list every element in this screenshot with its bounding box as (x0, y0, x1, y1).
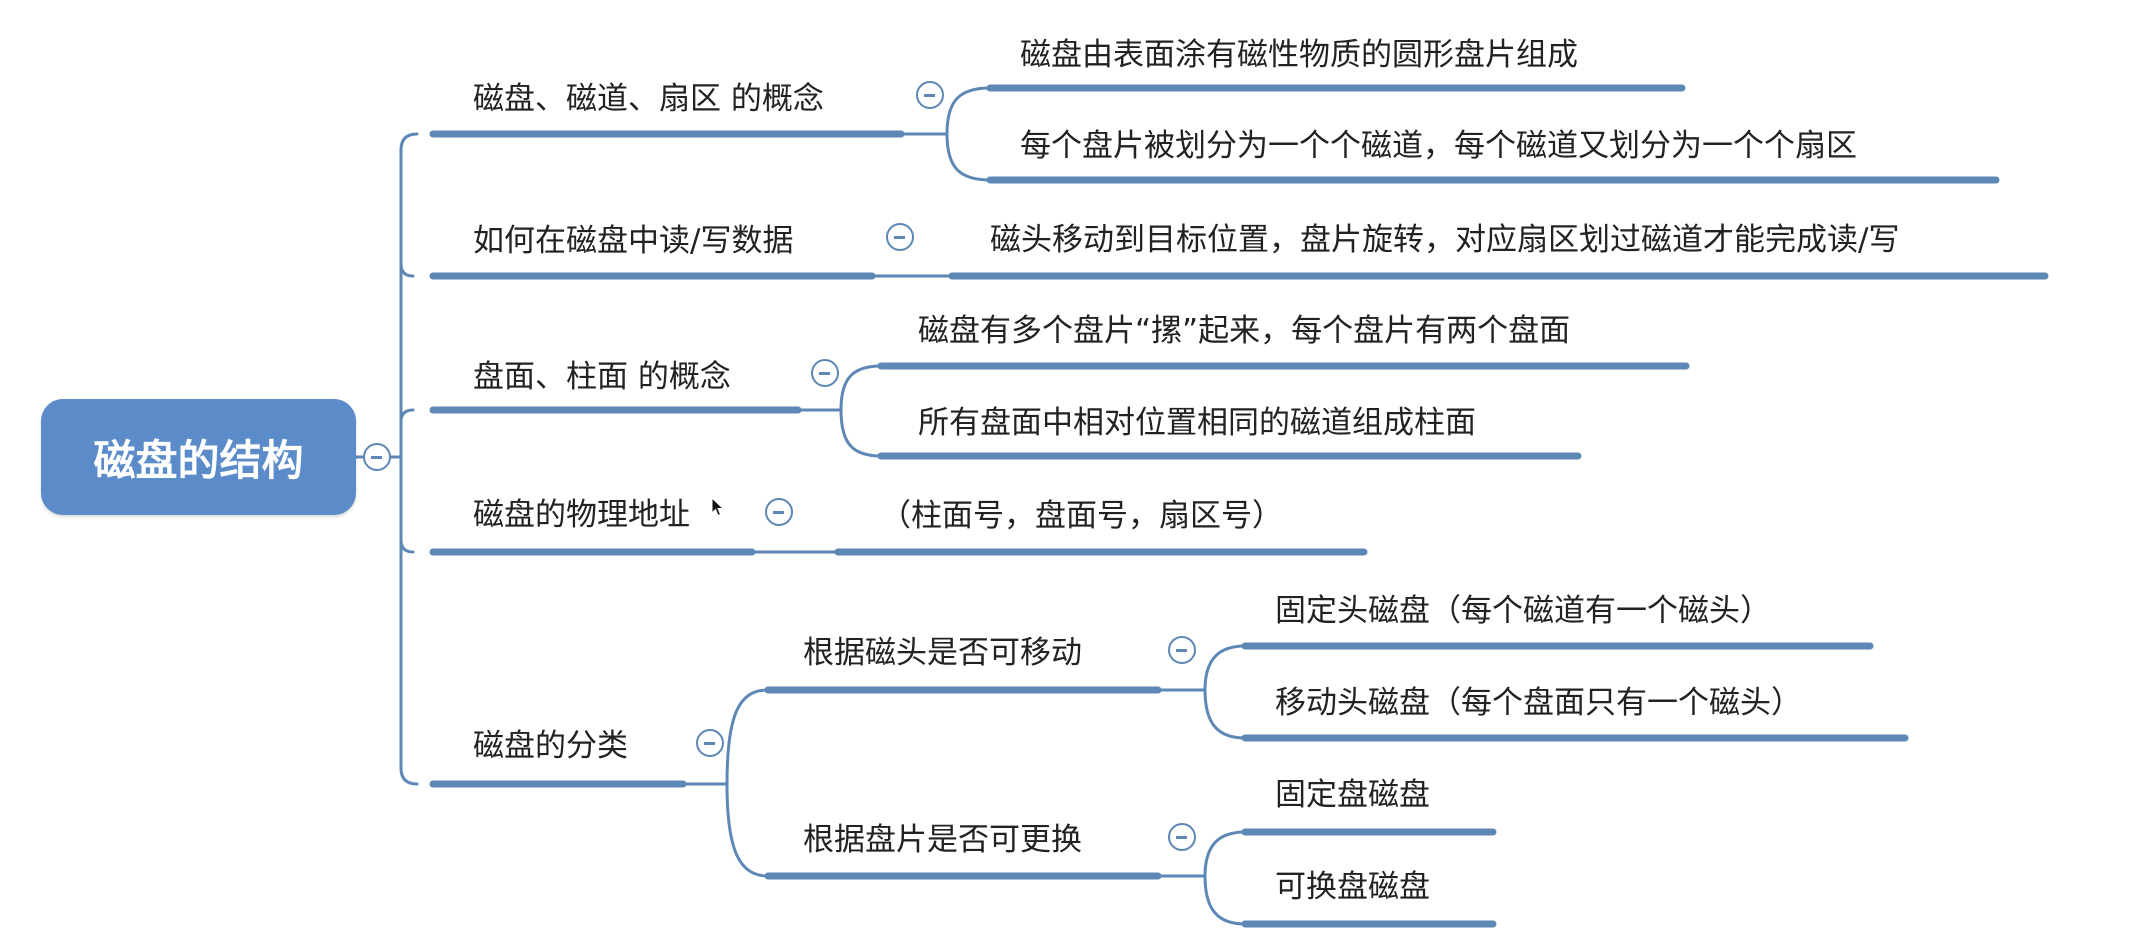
root-node[interactable]: 磁盘的结构 (41, 399, 356, 515)
leaf-2-1[interactable]: 磁头移动到目标位置，盘片旋转，对应扇区划过磁道才能完成读/写 (990, 222, 1900, 258)
leaf-1-1[interactable]: 磁盘由表面涂有磁性物质的圆形盘片组成 (1020, 37, 1578, 73)
leaf-5-1-1[interactable]: 固定头磁盘（每个磁道有一个磁头） (1275, 593, 1771, 629)
branch-label-4[interactable]: 磁盘的物理地址 (473, 497, 690, 533)
collapse-minus-icon[interactable] (363, 443, 391, 471)
branch-label-1[interactable]: 磁盘、磁道、扇区 的概念 (473, 81, 824, 117)
collapse-minus-icon[interactable] (811, 359, 839, 387)
subgroup-label-2[interactable]: 根据盘片是否可更换 (803, 822, 1082, 858)
branch-label-3[interactable]: 盘面、柱面 的概念 (473, 359, 731, 395)
collapse-minus-icon[interactable] (1168, 823, 1196, 851)
branch-label-2[interactable]: 如何在磁盘中读/写数据 (473, 223, 794, 259)
collapse-minus-icon[interactable] (765, 498, 793, 526)
leaf-5-2-2[interactable]: 可换盘磁盘 (1275, 869, 1430, 905)
collapse-minus-icon[interactable] (886, 223, 914, 251)
collapse-minus-icon[interactable] (916, 81, 944, 109)
subgroup-label-1[interactable]: 根据磁头是否可移动 (803, 635, 1082, 671)
branch-label-5[interactable]: 磁盘的分类 (473, 728, 628, 764)
leaf-3-2[interactable]: 所有盘面中相对位置相同的磁道组成柱面 (918, 405, 1476, 441)
leaf-1-2[interactable]: 每个盘片被划分为一个个磁道，每个磁道又划分为一个个扇区 (1020, 128, 1857, 164)
collapse-minus-icon[interactable] (696, 729, 724, 757)
leaf-3-1[interactable]: 磁盘有多个盘片“摞”起来，每个盘片有两个盘面 (918, 313, 1571, 349)
leaf-4-1[interactable]: （柱面号，盘面号，扇区号） (880, 498, 1283, 534)
collapse-minus-icon[interactable] (1168, 636, 1196, 664)
leaf-5-1-2[interactable]: 移动头磁盘（每个盘面只有一个磁头） (1275, 685, 1802, 721)
leaf-5-2-1[interactable]: 固定盘磁盘 (1275, 777, 1430, 813)
mouse-pointer-icon (711, 497, 725, 517)
